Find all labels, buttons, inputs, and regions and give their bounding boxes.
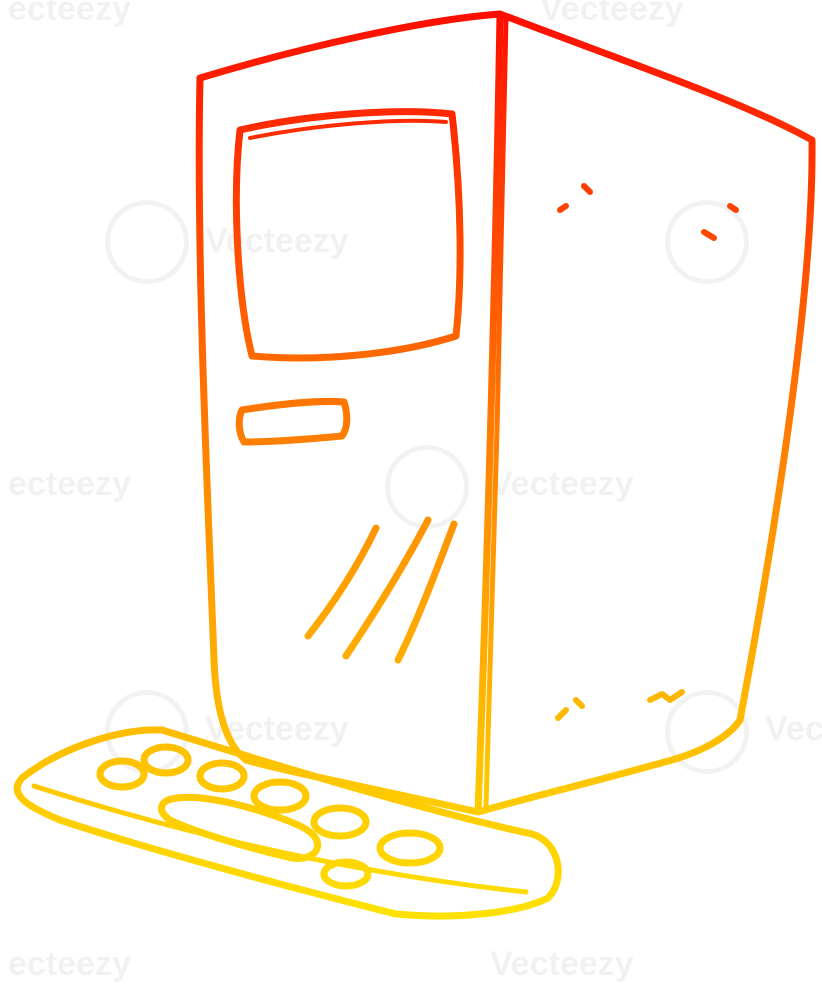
keyboard-key	[310, 804, 370, 840]
keyboard-key	[320, 858, 372, 890]
tower-front-face	[195, 10, 504, 816]
computer-tower	[195, 10, 816, 816]
keyboard-spacebar	[158, 793, 322, 862]
keyboard-key	[96, 757, 148, 791]
keyboard	[13, 726, 562, 920]
tower-screen-inner	[248, 118, 448, 140]
side-vent-marks	[555, 183, 739, 721]
keyboard-key	[376, 829, 444, 867]
keyboard-key	[140, 743, 192, 777]
keyboard-key	[250, 778, 310, 814]
tower-screen	[232, 108, 464, 362]
tower-side-face	[474, 10, 816, 816]
keyboard-key	[196, 759, 248, 793]
keyboard-outline	[13, 726, 562, 920]
keyboard-top-edge	[31, 783, 529, 895]
screen-shine-lines	[304, 516, 458, 664]
tower-edge-line	[483, 15, 509, 809]
drive-slot	[235, 397, 351, 446]
